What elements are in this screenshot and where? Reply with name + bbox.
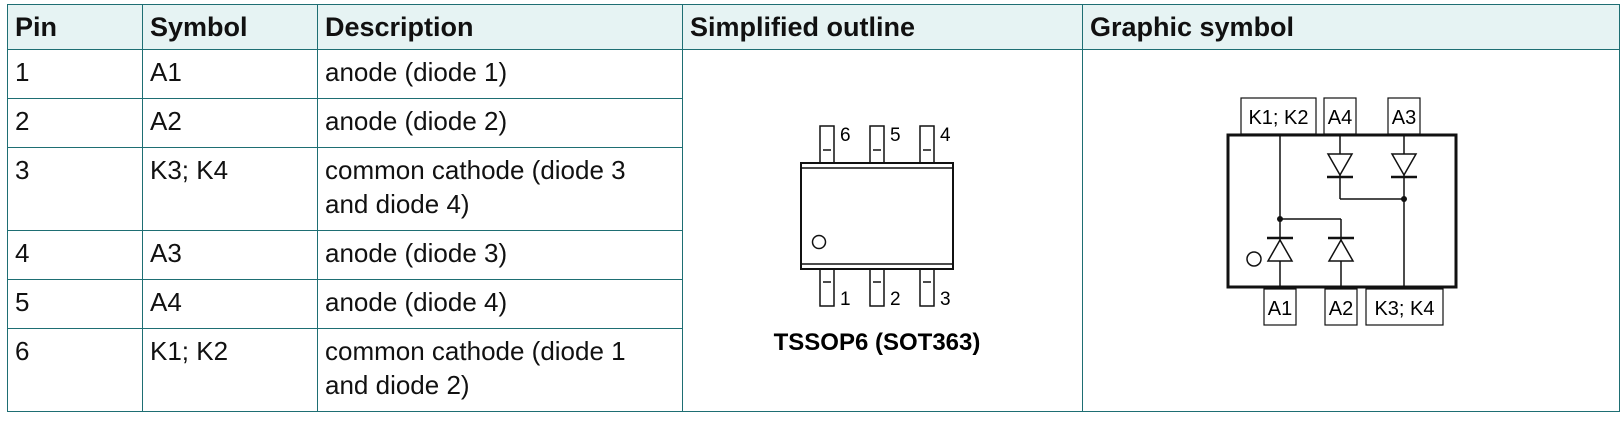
label-a1: A1 xyxy=(1268,298,1292,320)
bottom-pin-label-3: 3 xyxy=(940,289,951,310)
top-pin-5 xyxy=(869,124,885,164)
header-description: Description xyxy=(317,4,683,50)
label-a2: A2 xyxy=(1329,298,1353,320)
symbol-cell: A3 xyxy=(142,230,318,280)
label-k1k2: K1; K2 xyxy=(1248,107,1308,129)
header-graphic: Graphic symbol xyxy=(1082,4,1620,50)
pinning-table: Pin Symbol Description Simplified outlin… xyxy=(7,4,1620,412)
table-row: 4 A3 anode (diode 3) xyxy=(7,230,1620,280)
pin-cell: 2 xyxy=(7,98,143,148)
symbol-cell: A4 xyxy=(142,279,318,329)
bottom-pin-1 xyxy=(819,267,835,307)
package-body xyxy=(800,161,954,270)
header-symbol: Symbol xyxy=(142,4,318,50)
junction-dot-right xyxy=(1401,195,1407,202)
diode-1-icon xyxy=(1266,236,1294,262)
bottom-pin-label-1: 1 xyxy=(840,289,851,310)
description-cell: anode (diode 4) xyxy=(317,279,683,329)
pin1-marker xyxy=(811,234,827,249)
table-row: 5 A4 anode (diode 4) xyxy=(7,279,1620,329)
label-k3k4: K3; K4 xyxy=(1374,298,1434,320)
pin-cell: 5 xyxy=(7,279,143,329)
label-box-k1k2 xyxy=(1240,96,1317,135)
pin-cell: 4 xyxy=(7,230,143,280)
bottom-pin-label-2: 2 xyxy=(890,289,901,310)
diode-4-icon xyxy=(1326,152,1354,178)
junction-dot-left xyxy=(1277,215,1283,222)
package-name: TSSOP6 (SOT363) xyxy=(774,329,981,356)
symbol-cell: A1 xyxy=(142,49,318,99)
symbol-cell: K3; K4 xyxy=(142,147,318,231)
label-box-a2 xyxy=(1324,287,1358,326)
header-pin: Pin xyxy=(7,4,143,50)
pin-cell: 3 xyxy=(7,147,143,231)
table-row: 3 K3; K4 common cathode (diode 3 and dio… xyxy=(7,147,1620,231)
top-pin-label-5: 5 xyxy=(890,125,901,146)
simplified-outline-cell: 6 5 4 1 xyxy=(682,49,1083,412)
description-cell: common cathode (diode 1 and diode 2) xyxy=(317,328,683,412)
description-cell: common cathode (diode 3 and diode 4) xyxy=(317,147,683,231)
package-frame xyxy=(1226,133,1458,288)
top-pin-4 xyxy=(919,124,935,164)
header-outline: Simplified outline xyxy=(682,4,1083,50)
symbol-cell: K1; K2 xyxy=(142,328,318,412)
pin1-marker xyxy=(1246,250,1262,267)
diode-schematic: K1; K2 A4 A3 A1 A2 K3; K4 xyxy=(1226,96,1458,326)
label-box-a3 xyxy=(1387,96,1421,135)
top-pin-label-4: 4 xyxy=(940,125,951,146)
top-pin-6 xyxy=(819,124,835,164)
diode-2-icon xyxy=(1327,236,1355,262)
table-row: 6 K1; K2 common cathode (diode 1 and dio… xyxy=(7,328,1620,412)
pin-cell: 6 xyxy=(7,328,143,412)
table-row: 1 A1 anode (diode 1) xyxy=(7,49,1620,412)
label-box-k3k4 xyxy=(1365,287,1444,326)
graphic-symbol-cell: K1; K2 A4 A3 A1 A2 K3; K4 xyxy=(1082,49,1620,412)
description-cell: anode (diode 2) xyxy=(317,98,683,148)
bottom-pin-2 xyxy=(869,267,885,307)
label-a4: A4 xyxy=(1328,107,1352,129)
table-row: 2 A2 anode (diode 2) xyxy=(7,98,1620,148)
label-a3: A3 xyxy=(1392,107,1416,129)
package-outline-drawing: 6 5 4 1 xyxy=(774,124,981,356)
label-box-a4 xyxy=(1323,96,1357,135)
symbol-cell: A2 xyxy=(142,98,318,148)
header-row: Pin Symbol Description Simplified outlin… xyxy=(7,4,1620,50)
description-cell: anode (diode 3) xyxy=(317,230,683,280)
description-cell: anode (diode 1) xyxy=(317,49,683,99)
bottom-pin-3 xyxy=(919,267,935,307)
diode-3-icon xyxy=(1390,152,1418,178)
label-box-a1 xyxy=(1263,287,1297,326)
pin-cell: 1 xyxy=(7,49,143,99)
top-pin-label-6: 6 xyxy=(840,125,851,146)
